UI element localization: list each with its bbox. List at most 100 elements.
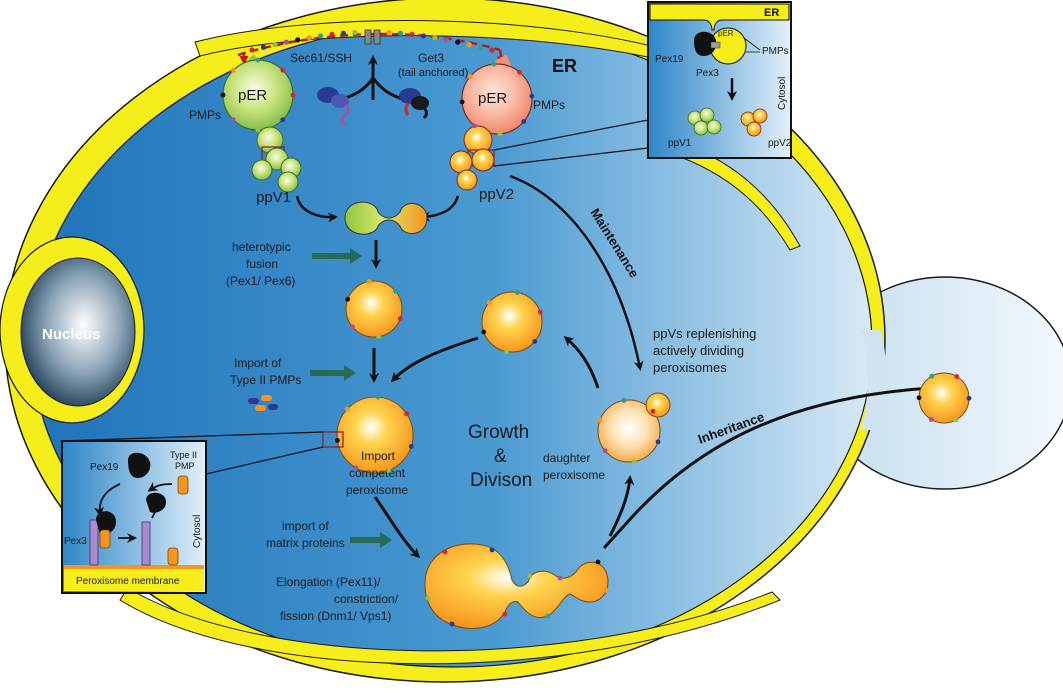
yeast-cell xyxy=(4,0,1063,683)
membrane-protein-dot xyxy=(449,621,455,627)
fusing-vesicles xyxy=(344,201,428,235)
ppv2-vesicle xyxy=(456,169,478,191)
membrane-protein-dot xyxy=(916,395,922,401)
ppv1-label: ppV1 xyxy=(256,189,291,206)
membrane-protein-dot xyxy=(334,438,340,443)
membrane-protein-dot xyxy=(283,39,289,45)
inherited-peroxisome xyxy=(918,372,970,424)
inset-cycle-arrow-left xyxy=(94,483,121,517)
membrane-protein-dot xyxy=(929,373,935,379)
heterotypic-label-3: (Pex1/ Pex6) xyxy=(226,274,295,288)
inset-membrane-line xyxy=(64,565,204,569)
membrane-protein-dot xyxy=(432,35,438,41)
membrane-protein-dot xyxy=(329,31,335,38)
import-type2-green-arrowhead xyxy=(344,365,356,381)
membrane-protein-dot xyxy=(220,92,226,98)
membrane-protein-dot xyxy=(409,31,415,38)
membrane-protein-dot xyxy=(366,279,372,284)
maintenance-arrow xyxy=(509,174,644,371)
nascent-peroxisome xyxy=(345,280,403,338)
daughter-peroxisome xyxy=(597,399,661,463)
replenish-label-3: peroxisomes xyxy=(653,360,727,375)
inheritance-arrow xyxy=(622,383,933,527)
er-membrane-proteins xyxy=(249,29,495,53)
protein-cluster-left xyxy=(317,87,350,127)
membrane-protein-dot xyxy=(466,42,472,48)
membrane-protein-dot xyxy=(255,57,261,63)
membrane-protein-dot xyxy=(954,374,960,379)
inset-cytosol-label-b: Cytosol xyxy=(192,515,203,548)
membrane-protein-dot xyxy=(306,35,312,41)
import-matrix-label-1: import of xyxy=(282,519,329,533)
inset-ppv2-label: ppV2 xyxy=(768,138,792,149)
nucleus: Nucleus xyxy=(0,236,145,424)
protein-chain-icon xyxy=(404,102,410,116)
membrane-protein-dot xyxy=(537,309,543,315)
competent-to-elongation-arrow xyxy=(373,496,421,559)
ppv1-vesicle xyxy=(277,171,299,193)
membrane-protein-dot xyxy=(472,123,477,129)
membrane-protein-dot xyxy=(481,329,487,335)
nucleus-body xyxy=(20,257,136,407)
membrane-protein-dot xyxy=(344,406,350,412)
inheritance-arrow-tail xyxy=(602,524,626,550)
membrane-protein-dot xyxy=(486,300,492,305)
import-competent-peroxisome xyxy=(336,396,414,474)
membrane-protein-dot xyxy=(397,316,403,322)
membrane-protein-dot xyxy=(353,465,359,471)
membrane-protein-dot xyxy=(340,30,347,36)
membrane-protein-dot xyxy=(532,339,538,344)
membrane-protein-dot xyxy=(527,573,533,579)
membrane-protein-dot xyxy=(650,408,656,414)
inset-type2-pmp-icon xyxy=(177,475,189,495)
membrane-protein-dot xyxy=(545,613,551,619)
inset-ppv2-vesicle xyxy=(746,121,762,137)
membrane-protein-dot xyxy=(280,117,286,123)
inset-er-lumen xyxy=(649,3,790,31)
membrane-protein-dot xyxy=(489,547,495,553)
inset-ppv1-label: ppV1 xyxy=(668,138,692,149)
ribosome-icon xyxy=(331,94,349,108)
tail-anchored-label: (tail anchored) xyxy=(398,67,468,79)
inset-per-label: pER xyxy=(718,29,734,38)
inset-connector-top xyxy=(493,119,649,151)
membrane-protein-dot xyxy=(290,92,296,98)
sec61-translocon xyxy=(364,29,372,45)
replenish-label-2: actively dividing xyxy=(653,343,744,358)
inset-cytosol-label: Cytosol xyxy=(777,77,788,110)
pmp-molecule xyxy=(248,398,259,404)
membrane-protein-dot xyxy=(249,47,255,53)
import-matrix-green-arrowhead xyxy=(380,532,392,548)
sec61-label: Sec61/SSH xyxy=(290,51,352,65)
inset-pmp-bound-icon xyxy=(99,529,111,549)
per-vesicle-pink xyxy=(461,63,533,135)
inset-ppv2-vesicle xyxy=(752,108,768,124)
protein-chain-icon xyxy=(340,103,350,127)
growth-label: Growth xyxy=(468,422,529,443)
membrane-protein-dot xyxy=(603,587,609,593)
membrane-protein-dot xyxy=(255,127,261,133)
elongation-label-1: Elongation (Pex11)/ xyxy=(276,575,381,589)
get3-label: Get3 xyxy=(418,51,444,65)
er-bottom xyxy=(119,587,781,665)
recycle-to-competent-arrow xyxy=(390,336,479,383)
ppv2-vesicle xyxy=(471,148,495,172)
membrane-protein-dot xyxy=(655,439,661,445)
daughter-label-2: peroxisome xyxy=(543,468,605,482)
ppv1-to-fusion-arrow xyxy=(295,195,338,223)
bud-neck xyxy=(860,330,886,430)
membrane-protein-dot xyxy=(386,29,392,36)
membrane-protein-dot xyxy=(467,74,473,79)
inset-pmp-pointer xyxy=(743,37,761,53)
membrane-protein-dot xyxy=(597,417,603,423)
protein-chain-icon xyxy=(422,106,428,120)
ampersand-label: & xyxy=(494,446,507,467)
membrane-protein-dot xyxy=(280,67,286,73)
membrane-protein-dot xyxy=(504,349,509,354)
inset-pex19-icon-b xyxy=(128,452,151,478)
inset-pex3-label-b: Pex3 xyxy=(64,536,87,547)
inset-cycle-arrow-top xyxy=(147,481,173,492)
inset-er-budding: ER pER PMPs Pex19 Pex3 Cytosol ppV1 ppV2 xyxy=(647,1,792,159)
pmp-molecule xyxy=(255,405,266,411)
